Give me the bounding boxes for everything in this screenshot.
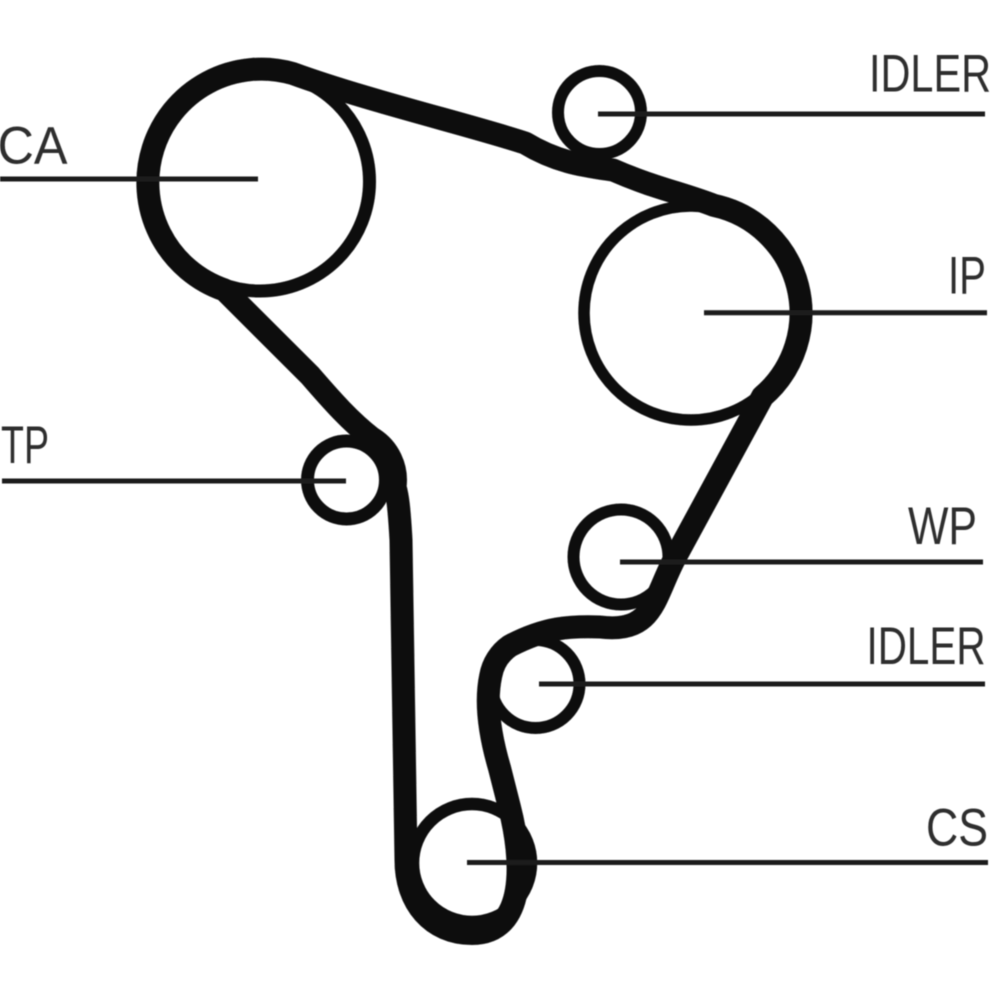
svg-text:IDLER: IDLER <box>869 45 991 104</box>
svg-text:TP: TP <box>1 416 49 475</box>
svg-text:WP: WP <box>908 497 977 556</box>
svg-text:IP: IP <box>948 247 986 306</box>
svg-text:CA: CA <box>0 117 68 176</box>
svg-text:IDLER: IDLER <box>867 617 986 676</box>
svg-text:CS: CS <box>926 799 988 858</box>
